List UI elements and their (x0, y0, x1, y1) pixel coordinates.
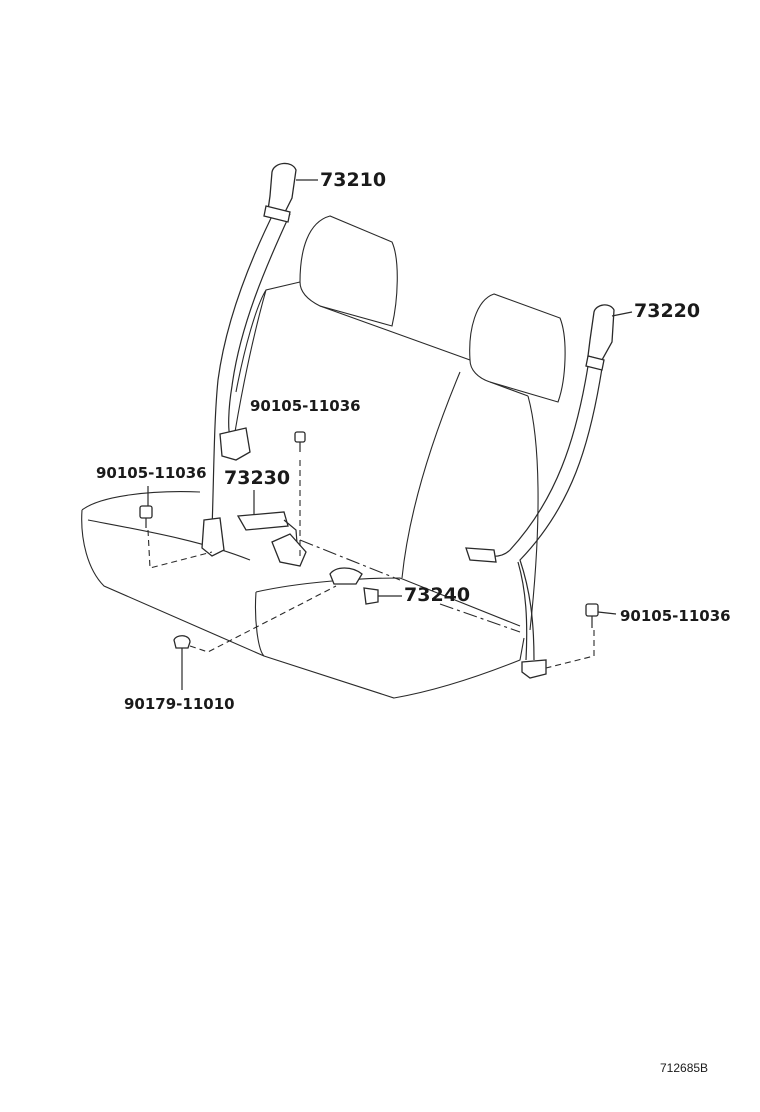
left-headrest (299, 215, 398, 327)
seat-cushion-left-top (87, 519, 251, 561)
right-belt-strap-outer (469, 365, 589, 557)
buckle-73230 (236, 511, 289, 531)
seat-cushion-back-line (299, 539, 401, 581)
right-seat-belt-assembly (465, 304, 615, 679)
rear-seat-outline (81, 215, 566, 699)
seat-cushion-front (254, 577, 521, 657)
left-belt-guide (263, 205, 291, 223)
seat-back-center-seam (401, 371, 461, 579)
left-belt-anchor (267, 162, 297, 215)
seat-back (231, 281, 539, 631)
seat-cushion (81, 491, 525, 699)
left-belt-tongue (219, 427, 251, 461)
right-belt-anchor (587, 304, 615, 361)
diagram-reference-code: 712685B (660, 1061, 708, 1075)
right-belt-tongue (465, 547, 497, 563)
label-73220: 73220 (634, 300, 700, 322)
label-73240: 73240 (404, 584, 470, 606)
left-seat-belt-assembly (201, 162, 297, 557)
right-belt-anchor-plate (521, 659, 547, 679)
buckle-73240 (329, 567, 363, 585)
right-belt-lower-strap (517, 561, 528, 661)
right-headrest (469, 293, 566, 403)
bolt-left (139, 505, 213, 569)
label-73210: 73210 (320, 169, 386, 191)
right-belt-strap-inner (519, 367, 603, 661)
left-belt-strap-inner (228, 213, 291, 437)
seat-cushion-right-line (439, 603, 521, 633)
label-bolt-left: 90105-11036 (96, 464, 207, 482)
leader-lines (147, 179, 633, 690)
right-belt-guide (585, 355, 605, 371)
bolt-right (545, 603, 599, 669)
bolt-center (294, 431, 306, 560)
fasteners (139, 431, 599, 669)
nut-bottom (173, 585, 337, 653)
left-belt-strap-outer (211, 207, 277, 531)
label-bolt-right: 90105-11036 (620, 607, 731, 625)
label-73230: 73230 (224, 467, 290, 489)
center-buckle-assembly (236, 511, 379, 605)
left-belt-retractor (201, 517, 225, 557)
label-nut-bottom: 90179-11010 (124, 695, 235, 713)
label-bolt-center: 90105-11036 (250, 397, 361, 415)
buckle-73240-bracket (363, 587, 379, 605)
buckle-73230-bracket (271, 533, 307, 567)
